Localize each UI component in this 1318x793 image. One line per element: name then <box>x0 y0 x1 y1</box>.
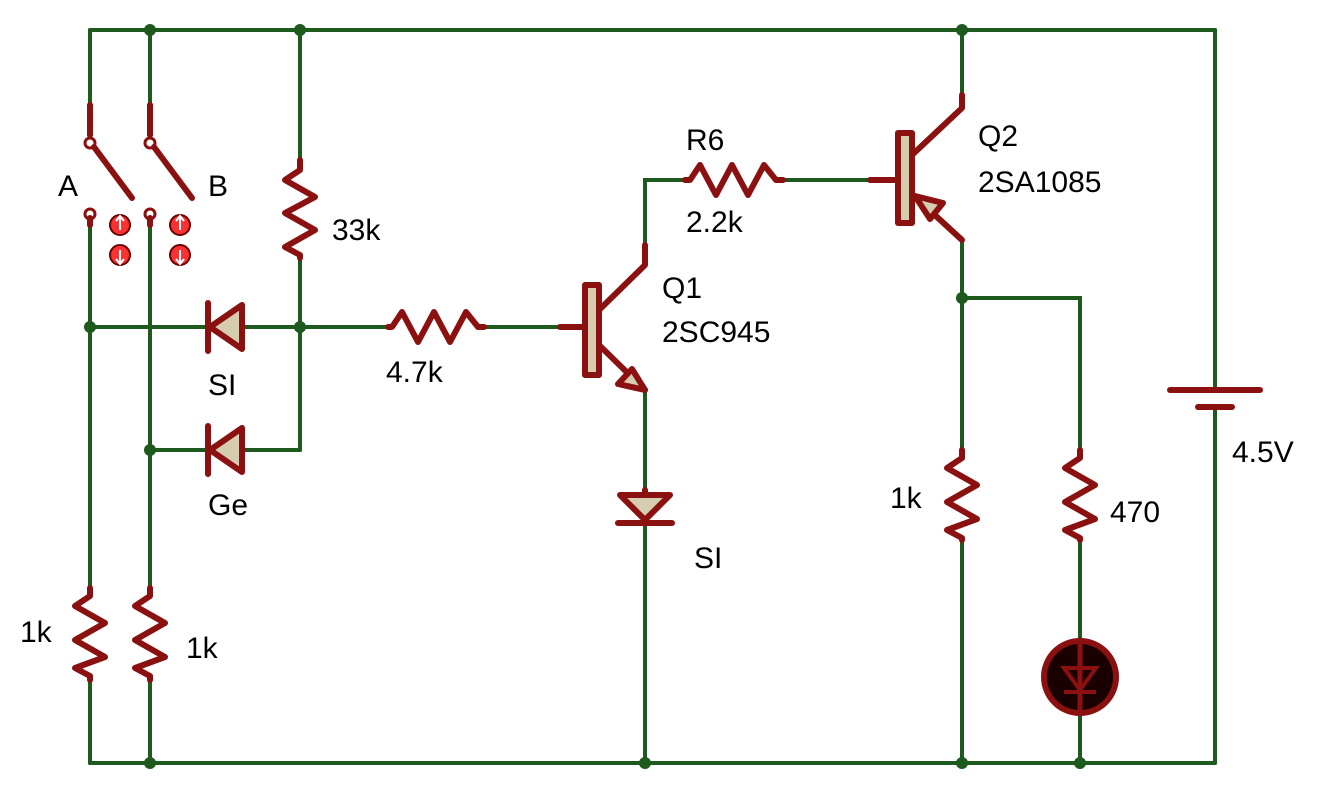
resistor-4-7k <box>385 309 487 345</box>
r6-value-label: 2.2k <box>686 206 744 239</box>
resistor-1k-b <box>132 585 168 683</box>
arrow-down-icon <box>115 250 125 266</box>
junction-node <box>294 24 306 36</box>
junction-node <box>956 24 968 36</box>
junction-node <box>144 444 156 456</box>
switch-a <box>83 102 135 228</box>
junction-node <box>294 321 306 333</box>
arrow-up-icon <box>115 214 125 230</box>
junction-nodes <box>84 24 1086 769</box>
switch-a-label: A <box>58 170 78 203</box>
q2-part-label: 2SA1085 <box>978 166 1101 199</box>
led-indicator <box>1041 638 1119 716</box>
junction-node <box>84 321 96 333</box>
arrow-down-icon <box>175 250 185 266</box>
switch-b-toggle[interactable] <box>169 214 191 266</box>
diode-si-1 <box>205 300 245 354</box>
junction-node <box>144 24 156 36</box>
diode-ge <box>205 423 245 477</box>
diode-si-2 <box>615 487 675 526</box>
q1-name-label: Q1 <box>662 272 702 305</box>
q2-name-label: Q2 <box>978 120 1018 153</box>
junction-node <box>639 757 651 769</box>
wires <box>88 28 1217 765</box>
resistor-r6 <box>682 162 786 198</box>
junction-node <box>144 757 156 769</box>
r-4-7k-label: 4.7k <box>386 356 444 389</box>
switch-b-label: B <box>208 170 228 203</box>
r6-name-label: R6 <box>686 124 724 157</box>
switch-b <box>143 102 195 228</box>
transistor-q1 <box>557 242 648 393</box>
junction-node <box>956 757 968 769</box>
arrow-up-icon <box>175 214 185 230</box>
q1-part-label: 2SC945 <box>662 316 770 349</box>
labels: A B 33k SI Ge 4.7k Q1 2SC945 SI R6 2.2k … <box>20 120 1294 665</box>
resistor-1k-collector <box>944 447 980 543</box>
diode-si-1-label: SI <box>208 369 236 402</box>
diode-ge-label: Ge <box>208 489 248 522</box>
r-470-label: 470 <box>1110 496 1160 529</box>
battery-label: 4.5V <box>1232 436 1294 469</box>
r-33k-label: 33k <box>332 214 381 247</box>
resistor-33k <box>282 157 318 261</box>
resistor-1k-a <box>72 585 108 683</box>
r-1k-collector-label: 1k <box>890 482 923 515</box>
switch-a-toggle[interactable] <box>109 214 131 266</box>
junction-node <box>1074 757 1086 769</box>
transistor-q2 <box>867 92 965 243</box>
r-1k-b-label: 1k <box>186 632 219 665</box>
diode-si-2-label: SI <box>694 542 722 575</box>
resistor-470 <box>1062 447 1098 543</box>
battery-4-5v <box>1167 387 1263 410</box>
junction-node <box>956 292 968 304</box>
r-1k-a-label: 1k <box>20 616 53 649</box>
